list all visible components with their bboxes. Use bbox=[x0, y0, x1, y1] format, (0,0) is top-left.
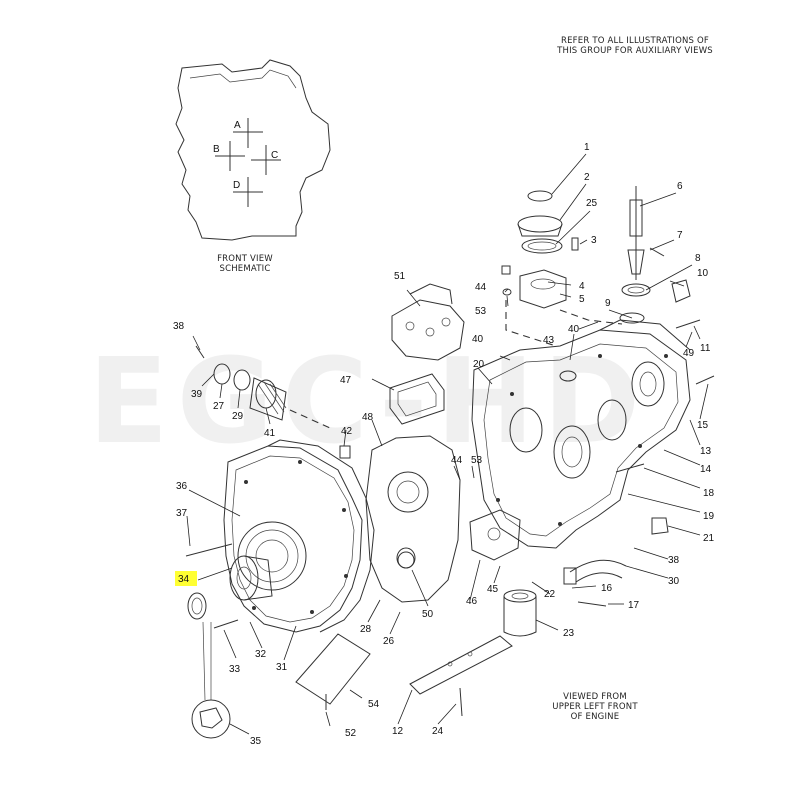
callout-1[interactable]: 1 bbox=[584, 142, 590, 153]
callout-16[interactable]: 16 bbox=[601, 583, 613, 594]
callout-23[interactable]: 23 bbox=[563, 628, 575, 639]
schematic-crosshair-c bbox=[251, 145, 281, 175]
callout-33[interactable]: 33 bbox=[229, 664, 241, 675]
bolts bbox=[185, 319, 715, 717]
callout-32[interactable]: 32 bbox=[255, 649, 267, 660]
callout-5[interactable]: 5 bbox=[579, 294, 585, 305]
valve-body-51 bbox=[391, 283, 465, 361]
note-line: VIEWED FROM bbox=[563, 692, 627, 702]
callout-40[interactable]: 40 bbox=[472, 334, 484, 345]
callout-18[interactable]: 18 bbox=[703, 488, 715, 499]
callout-28[interactable]: 28 bbox=[360, 624, 372, 635]
callout-15[interactable]: 15 bbox=[697, 420, 709, 431]
callout-6[interactable]: 6 bbox=[677, 181, 683, 192]
callout-45[interactable]: 45 bbox=[487, 584, 499, 595]
gasket-47 bbox=[389, 373, 445, 425]
oil-filter-23 bbox=[503, 589, 537, 637]
view-orientation-note: VIEWED FROM UPPER LEFT FRONT OF ENGINE bbox=[530, 692, 660, 722]
callout-27[interactable]: 27 bbox=[213, 401, 225, 412]
callout-4[interactable]: 4 bbox=[579, 281, 585, 292]
seal-ring bbox=[187, 592, 207, 620]
callout-10[interactable]: 10 bbox=[697, 268, 709, 279]
inset-detail-35 bbox=[191, 621, 231, 739]
callout-51[interactable]: 51 bbox=[394, 271, 406, 282]
schematic-crosshair-b bbox=[215, 141, 245, 171]
caption-line: FRONT VIEW bbox=[217, 254, 273, 264]
callout-44-b[interactable]: 44 bbox=[451, 455, 463, 466]
callout-42[interactable]: 42 bbox=[341, 426, 353, 437]
callout-52[interactable]: 52 bbox=[345, 728, 357, 739]
callout-31[interactable]: 31 bbox=[276, 662, 288, 673]
callout-43[interactable]: 43 bbox=[543, 335, 555, 346]
callout-53[interactable]: 53 bbox=[475, 306, 487, 317]
callout-24[interactable]: 24 bbox=[432, 726, 444, 737]
callout-17[interactable]: 17 bbox=[628, 600, 640, 611]
callout-34[interactable]: 34 bbox=[178, 574, 190, 585]
leader-lines bbox=[186, 153, 709, 735]
callout-20[interactable]: 20 bbox=[473, 359, 485, 370]
callout-40-b[interactable]: 40 bbox=[568, 324, 580, 335]
callout-35[interactable]: 35 bbox=[250, 736, 262, 747]
callout-38-b[interactable]: 38 bbox=[668, 555, 680, 566]
callout-25[interactable]: 25 bbox=[586, 198, 598, 209]
schematic-letter-c: C bbox=[271, 150, 278, 161]
schematic-crosshair-a bbox=[233, 118, 263, 148]
callout-54[interactable]: 54 bbox=[368, 699, 380, 710]
callout-50[interactable]: 50 bbox=[422, 609, 434, 620]
watermark: EGC-HD bbox=[88, 332, 648, 470]
callout-13[interactable]: 13 bbox=[700, 446, 712, 457]
filter-base-46 bbox=[469, 509, 521, 561]
callout-41[interactable]: 41 bbox=[264, 428, 276, 439]
callout-12[interactable]: 12 bbox=[392, 726, 404, 737]
callout-8[interactable]: 8 bbox=[695, 253, 701, 264]
callout-26[interactable]: 26 bbox=[383, 636, 395, 647]
callout-9[interactable]: 9 bbox=[605, 298, 611, 309]
callout-30[interactable]: 30 bbox=[668, 576, 680, 587]
schematic-letter-b: B bbox=[213, 144, 220, 155]
note-line: UPPER LEFT FRONT bbox=[552, 702, 638, 712]
callout-14[interactable]: 14 bbox=[700, 464, 712, 475]
callout-2[interactable]: 2 bbox=[584, 172, 590, 183]
callout-38[interactable]: 38 bbox=[173, 321, 185, 332]
callout-3[interactable]: 3 bbox=[591, 235, 597, 246]
tube-30 bbox=[563, 559, 627, 585]
callout-46[interactable]: 46 bbox=[466, 596, 478, 607]
callout-44[interactable]: 44 bbox=[475, 282, 487, 293]
callout-53-b[interactable]: 53 bbox=[471, 455, 483, 466]
auxiliary-views-note: REFER TO ALL ILLUSTRATIONS OF THIS GROUP… bbox=[520, 36, 750, 56]
top-assembly bbox=[501, 186, 691, 347]
callout-21[interactable]: 21 bbox=[703, 533, 715, 544]
transmission-case bbox=[471, 319, 691, 549]
schematic-crosshair-d bbox=[233, 177, 263, 207]
callout-7[interactable]: 7 bbox=[677, 230, 683, 241]
schematic-letter-d: D bbox=[233, 180, 240, 191]
schematic-letter-a: A bbox=[234, 120, 241, 131]
callout-highlight bbox=[175, 571, 197, 586]
note-line: REFER TO ALL ILLUSTRATIONS OF bbox=[560, 36, 710, 46]
output-flange bbox=[229, 555, 273, 601]
cover-plate-54 bbox=[295, 633, 371, 705]
front-cover bbox=[365, 435, 461, 603]
callout-19[interactable]: 19 bbox=[703, 511, 715, 522]
schematic-caption: FRONT VIEW SCHEMATIC bbox=[200, 254, 290, 274]
callout-11[interactable]: 11 bbox=[700, 343, 711, 354]
callout-39[interactable]: 39 bbox=[191, 389, 203, 400]
filter-41 bbox=[213, 363, 331, 429]
note-line: OF ENGINE bbox=[570, 712, 620, 722]
cover-plate-12 bbox=[409, 635, 513, 695]
callout-49[interactable]: 49 bbox=[683, 348, 695, 359]
note-line: THIS GROUP FOR AUXILIARY VIEWS bbox=[557, 46, 713, 56]
callout-36[interactable]: 36 bbox=[176, 481, 188, 492]
callout-numbers: 1 2 3 4 5 6 7 8 9 10 11 12 13 14 15 16 1… bbox=[173, 142, 715, 747]
front-view-schematic: A B C D bbox=[175, 59, 331, 241]
callout-29[interactable]: 29 bbox=[232, 411, 244, 422]
callout-22[interactable]: 22 bbox=[544, 589, 556, 600]
callout-48[interactable]: 48 bbox=[362, 412, 374, 423]
callout-47[interactable]: 47 bbox=[340, 375, 352, 386]
callout-37[interactable]: 37 bbox=[176, 508, 188, 519]
caption-line: SCHEMATIC bbox=[219, 264, 271, 274]
